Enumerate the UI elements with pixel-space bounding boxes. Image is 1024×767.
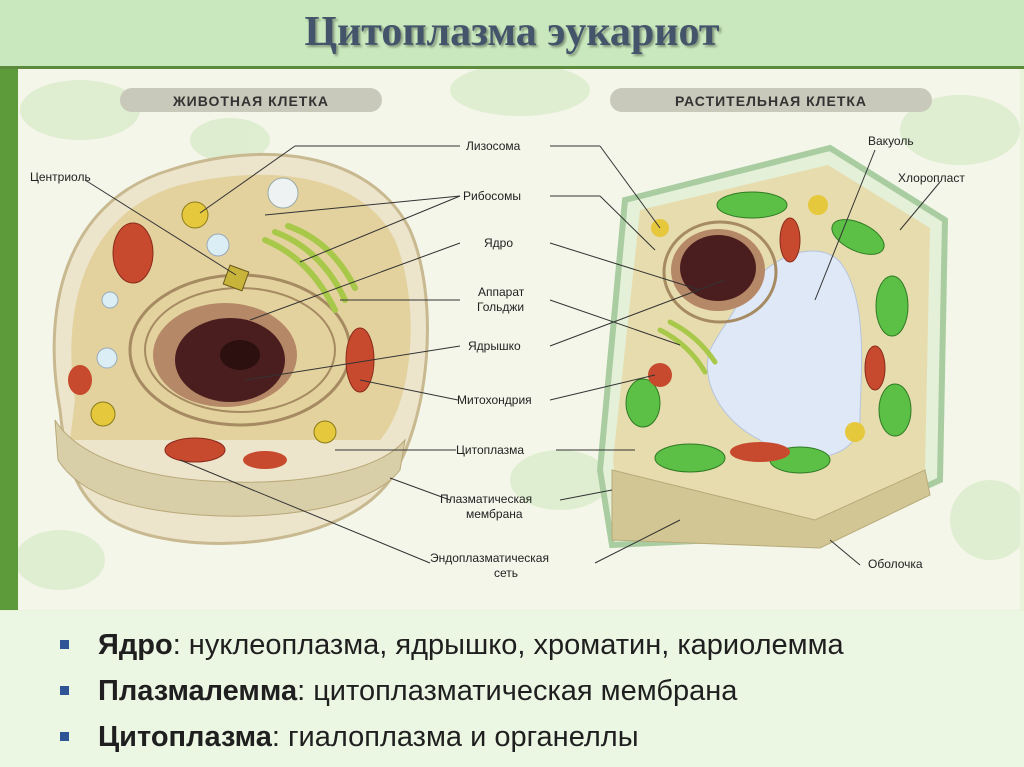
animal-heading-pill (120, 88, 382, 112)
label-golgi-line1: Аппарат (478, 285, 525, 299)
bullet-item: Плазмалемма: цитоплазматическая мембрана (60, 668, 844, 714)
animal-mitochondrion (164, 437, 226, 463)
animal-golgi (262, 223, 358, 313)
plant-mitochondrion (864, 345, 886, 391)
bullet-text: : цитоплазматическая мембрана (297, 675, 738, 707)
bullet-item: Ядро: нуклеоплазма, ядрышко, хроматин, к… (60, 622, 844, 668)
bullet-text: : гиалоплазма и органеллы (271, 721, 639, 753)
label-lysosome: Лизосома (466, 139, 521, 153)
label-nucleolus: Ядрышко (468, 339, 521, 353)
label-nucleus: Ядро (484, 236, 513, 250)
label-plasma-membrane-line2: мембрана (466, 507, 523, 521)
plant-chloroplast (878, 383, 912, 437)
plant-nucleus (680, 235, 756, 301)
animal-lysosome (181, 201, 209, 229)
labels: Центриоль Лизосома Рибосомы Ядро Аппарат… (30, 134, 965, 580)
animal-nucleolus (220, 340, 260, 370)
plant-chloroplast (654, 443, 726, 473)
plant-chloroplast (875, 275, 909, 337)
animal-mitochondrion (243, 451, 287, 469)
animal-vesicle (101, 291, 119, 309)
slide-title: Цитоплазма эукариот (304, 9, 720, 55)
animal-mitochondrion (68, 365, 92, 395)
plant-cell-heading: РАСТИТЕЛЬНАЯ КЛЕТКА (675, 93, 867, 109)
cell-diagram: ЖИВОТНАЯ КЛЕТКА РАСТИТЕЛЬНАЯ КЛЕТКА (18, 69, 1020, 610)
bullet-term: Плазмалемма (98, 675, 298, 707)
plant-heading-pill (610, 88, 932, 112)
label-plasma-membrane-line1: Плазматическая (440, 492, 532, 506)
bullet-term: Ядро (98, 629, 173, 661)
label-vacuole: Вакуоль (868, 134, 914, 148)
label-mitochondria: Митохондрия (457, 393, 532, 407)
plant-golgi (657, 319, 718, 375)
label-ribosomes: Рибосомы (463, 189, 521, 203)
label-golgi-line2: Гольджи (477, 300, 524, 314)
plant-cut-edge (611, 469, 931, 549)
leader-lines (84, 145, 941, 566)
label-centriole: Центриоль (30, 170, 91, 184)
bullet-list: Ядро: нуклеоплазма, ядрышко, хроматин, к… (60, 622, 844, 760)
plant-cell (596, 144, 949, 549)
plant-mitochondrion (779, 217, 801, 263)
plant-chloroplast (831, 219, 885, 255)
label-cytoplasm: Цитоплазма (456, 443, 524, 457)
bullet-marker (60, 686, 69, 695)
animal-cell-heading: ЖИВОТНАЯ КЛЕТКА (172, 93, 329, 109)
plant-vesicle (808, 195, 828, 215)
animal-lysosome (90, 401, 116, 427)
bullet-panel (0, 611, 1024, 767)
plant-chloroplast (625, 378, 661, 428)
plant-er (662, 220, 778, 324)
plant-mitochondrion (648, 363, 672, 387)
accent-bar (0, 69, 18, 610)
animal-vesicle (206, 233, 230, 257)
bullet-text: : нуклеоплазма, ядрышко, хроматин, карио… (172, 629, 844, 661)
bullet-term: Цитоплазма (98, 721, 272, 753)
plant-vesicle (845, 422, 865, 442)
plant-chloroplast (716, 191, 788, 219)
animal-lysosome (313, 420, 337, 444)
label-er-line1: Эндоплазматическая (430, 551, 549, 565)
label-chloroplast: Хлоропласт (898, 171, 965, 185)
title-bar (0, 0, 1024, 69)
animal-mitochondrion (112, 222, 154, 284)
animal-cut-edge (54, 419, 406, 517)
bullet-marker (60, 640, 69, 649)
animal-cell (52, 152, 429, 545)
background-blobs (18, 69, 1020, 590)
label-cell-wall: Оболочка (868, 557, 923, 571)
bullet-item: Цитоплазма: гиалоплазма и органеллы (60, 714, 844, 760)
plant-mitochondrion (730, 442, 790, 462)
label-er-line2: сеть (494, 566, 518, 580)
animal-vesicle (96, 347, 118, 369)
bullet-marker (60, 732, 69, 741)
animal-centriole (222, 264, 250, 292)
animal-vesicle (267, 177, 299, 209)
